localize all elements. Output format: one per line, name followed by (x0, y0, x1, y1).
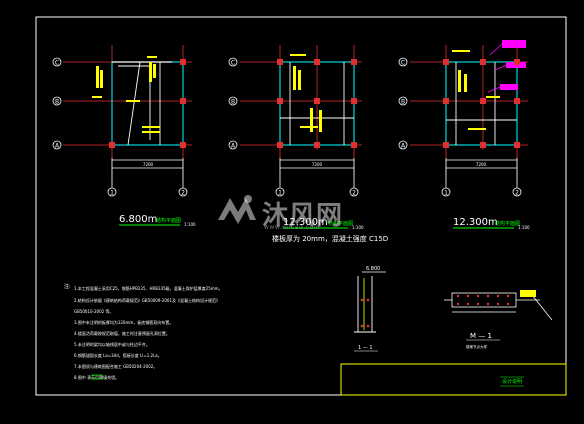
plan-3-axis-c: C (401, 60, 405, 67)
title-block-stamp: 设计说明 (502, 378, 522, 385)
notes-heading: 注: (64, 283, 71, 290)
section-2-sub: 楼梯节点大样 (466, 344, 487, 349)
plan-2-axis-2: 2 (352, 190, 356, 197)
section-m-1: M — 1 楼梯节点大样 (444, 289, 553, 349)
plan-3-title: 12.300m (453, 217, 498, 228)
plan-1-scale: 1:100 (184, 222, 196, 227)
plan-3-title-suffix: 结构平面图 (495, 220, 520, 227)
plan-2-title-suffix: 结构平面图 (328, 220, 353, 227)
plan-2: C B A 1 2 7200 12.300m 结构平面图 1:100 楼板厚为 … (228, 45, 388, 243)
notes-line-2: 2.结构设计依据《建筑结构荷载规范》GB50009-2001及《混凝土结构设计规… (74, 297, 220, 303)
plan-2-axis-1: 1 (278, 190, 282, 197)
section-2-label: M — 1 (470, 332, 492, 340)
title-block (340, 363, 567, 396)
plan-1-axis-b: B (55, 99, 59, 106)
plan-2-note: 楼板厚为 20mm，混凝土强度 C15D (272, 234, 388, 243)
section-1-1: 6.800 1 — 1 (354, 266, 386, 352)
notes-line-5: 4.楼面活荷载按规范取值，施工时注意预留孔洞位置。 (74, 330, 170, 336)
plan-3-axis-2: 2 (515, 190, 519, 197)
general-notes: 注: 1.本工程混凝土采用C25，钢筋HPB235、HRB335级，混凝土保护层… (64, 283, 223, 380)
plan-3-axis-b: B (401, 99, 405, 106)
notes-line-4: 3.图中未注明的板厚均为120mm，板底钢筋双向布置。 (74, 319, 173, 325)
notes-line-7: 6.钢筋锚固长度 La=34d，搭接长度 Ll=1.2La。 (74, 352, 162, 358)
section-1-elevation: 6.800 (366, 266, 380, 272)
notes-line-9: 8.图中 表示后砌填充墙。 (74, 374, 119, 380)
plan-1-dimension: 7200 (143, 162, 154, 167)
plan-3: C B A 1 2 7200 12.300m 结构平面图 1:100 (398, 40, 530, 230)
section-1-label: 1 — 1 (358, 345, 373, 351)
plan-3-dimension: 7200 (476, 162, 487, 167)
plan-3-scale: 1:100 (518, 225, 530, 230)
plan-3-axis-a: A (401, 143, 406, 150)
plan-1-axis-1: 1 (110, 190, 114, 197)
plan-1-axis-2: 2 (181, 190, 185, 197)
plan-1-title-suffix: 结构平面图 (156, 217, 181, 224)
plan-1-title: 6.800m (119, 214, 157, 225)
plan-2-title: 12.300m (283, 217, 328, 228)
watermark-brand: 沐风网 (262, 201, 344, 231)
infill-wall-legend (91, 374, 103, 380)
plan-2-axis-c: C (231, 60, 235, 67)
plan-2-axis-a: A (231, 143, 236, 150)
notes-line-1: 1.本工程混凝土采用C25，钢筋HPB235、HRB335级，混凝土保护层厚度2… (74, 285, 223, 291)
plan-1-axis-a: A (55, 143, 60, 150)
watermark-url: www.mfcad.com (264, 224, 321, 231)
title-block-stamp-lines (500, 376, 524, 387)
plan-2-dimension: 7200 (312, 162, 323, 167)
watermark-logo-icon (218, 195, 256, 224)
plan-2-scale: 1:100 (352, 225, 364, 230)
notes-line-3: GB50010-2002 等。 (74, 308, 113, 314)
plan-1: C B A 1 2 7200 6.800m 结构平面图 1:100 (52, 45, 196, 227)
plan-3-axis-1: 1 (444, 190, 448, 197)
plan-2-axis-b: B (231, 99, 235, 106)
plan-1-axis-c: C (55, 60, 59, 67)
drawing-border (35, 16, 567, 396)
notes-line-8: 7.本图须与建筑图配合施工 GB50204-2002。 (74, 363, 157, 369)
notes-line-6: 5.未注明的梁均以轴线居中或与柱边平齐。 (74, 341, 150, 347)
